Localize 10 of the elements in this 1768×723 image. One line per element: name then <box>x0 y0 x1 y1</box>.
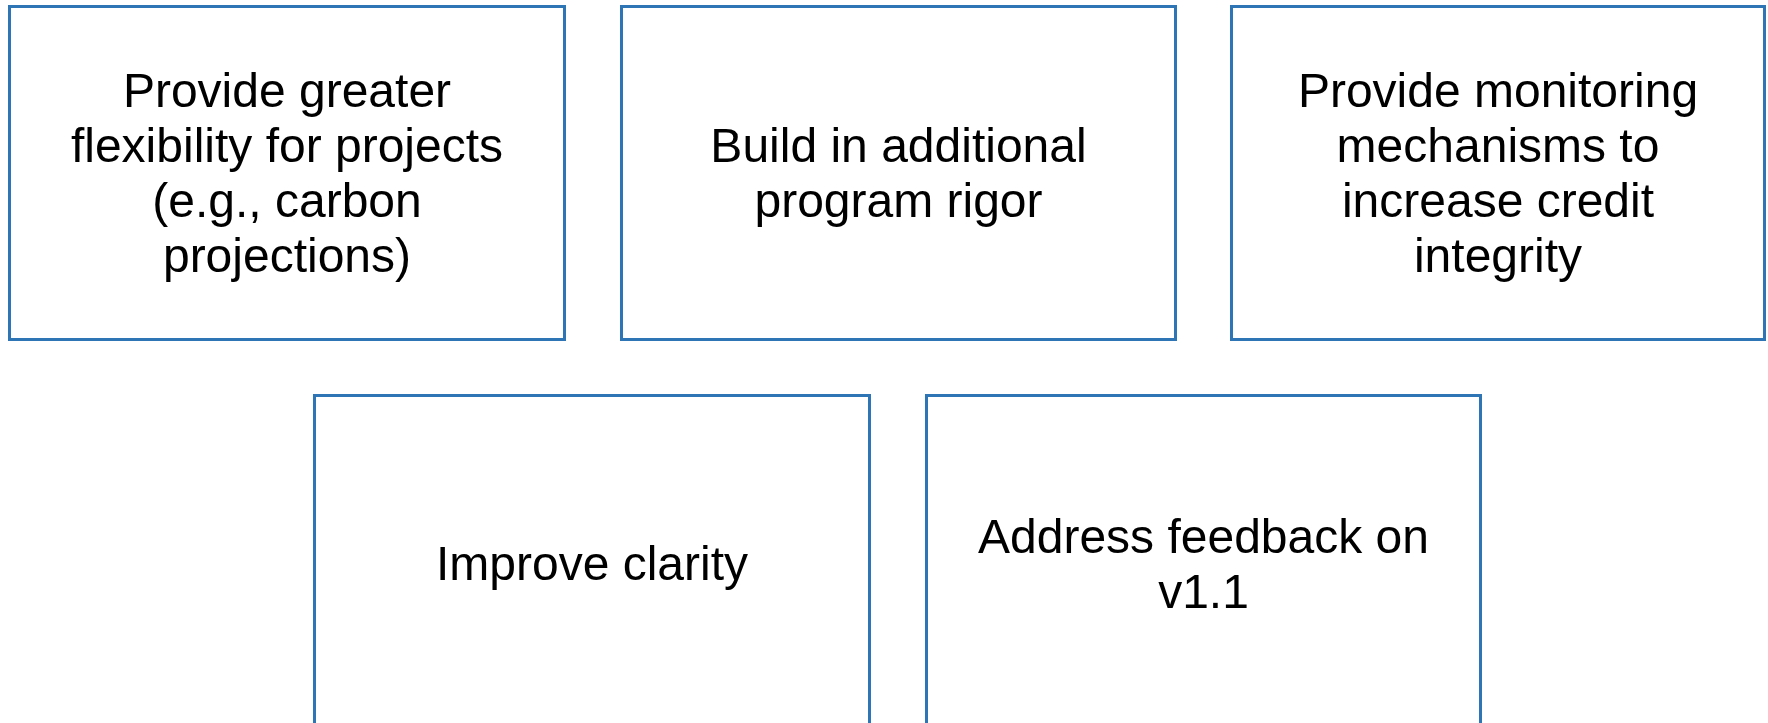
goal-text: Address feedback on v1.1 <box>977 508 1430 620</box>
goal-box <box>1230 5 1766 341</box>
goal-box <box>313 394 871 723</box>
goal-text: Build in additional program rigor <box>709 117 1088 229</box>
goal-box <box>925 394 1482 723</box>
goal-box <box>8 5 566 341</box>
goal-box <box>620 5 1177 341</box>
goal-text: Provide monitoring mechanisms to increase credit integrity <box>1296 62 1700 284</box>
goal-text: Improve clarity <box>434 536 750 592</box>
goal-text: Provide greater flexibility for projects (e.g., carbon projections) <box>69 62 505 284</box>
